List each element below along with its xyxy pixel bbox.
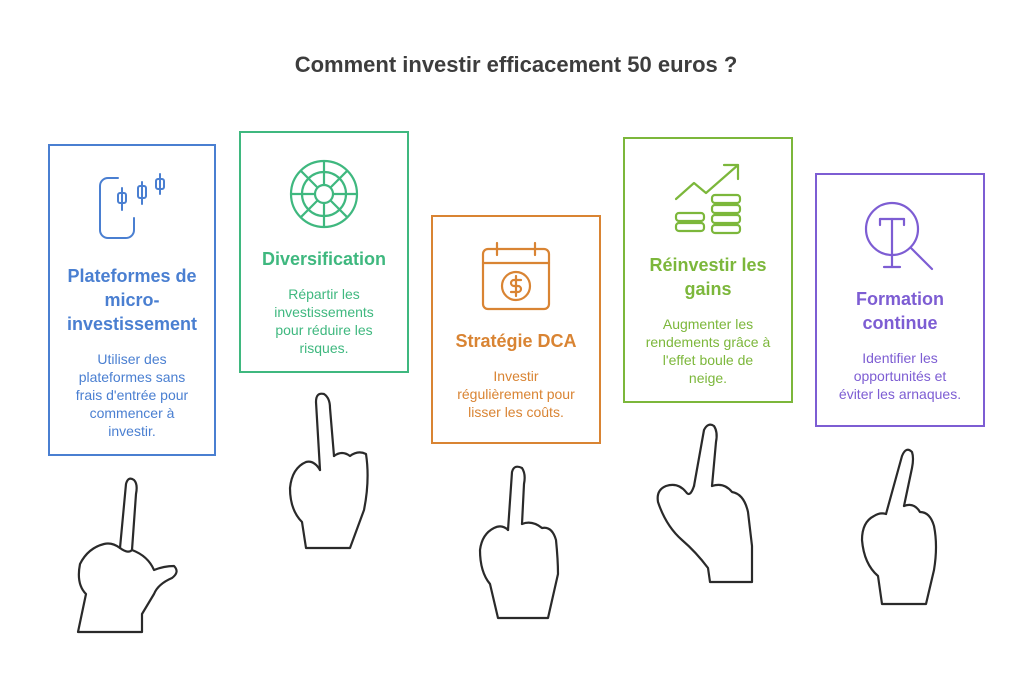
card-diversification: Diversification Répartir les investissem… [239,131,409,373]
pointing-hand-icon [288,392,369,550]
card-text-line: éviter les arnaques. [838,386,962,402]
card-title-line: Plateformes de [67,266,197,286]
card-text-line: Augmenter les [662,316,754,332]
card-title-line: Réinvestir les [649,255,767,275]
coins-growth-icon [674,163,742,235]
card-title-line: continue [862,313,938,333]
card-title-line: Diversification [261,249,387,269]
card-strategie-dca: Stratégie DCA Investir régulièrement pou… [431,215,601,444]
magnifier-text-icon [864,201,934,271]
card-text-line: Utiliser des [97,351,167,367]
card-micro-investissement: Plateformes de micro- investissement Uti… [48,144,216,456]
card-text-line: plateformes sans [78,369,186,385]
pointing-hand-icon [860,448,938,606]
card-text-line: risques. [299,340,349,356]
card-text-line: opportunités et [853,368,947,384]
card-text-line: commencer à [89,405,175,421]
card-text-line: rendements grâce à [645,334,771,350]
card-title-line: micro- [104,290,160,310]
card-formation-continue: Formation continue Identifier les opport… [815,173,985,427]
card-text-line: Répartir les [288,286,360,302]
pie-wheel-icon [289,159,359,229]
card-text-line: Identifier les [862,350,938,366]
pointing-hand-icon [76,477,178,634]
card-reinvestir-gains: Réinvestir les gains Augmenter les rende… [623,137,793,403]
card-text-line: frais d'entrée pour [75,387,189,403]
card-text-line: investir. [108,423,156,439]
card-text-line: investissements [274,304,374,320]
calendar-dollar-icon [481,241,551,311]
card-text-line: Investir [493,368,539,384]
card-text-line: neige. [688,370,728,386]
pointing-hand-icon [478,465,560,620]
card-text-line: régulièrement pour [457,386,575,402]
card-text-line: pour réduire les [275,322,373,338]
card-text-line: lisser les coûts. [468,404,564,420]
card-text-line: l'effet boule de [662,352,754,368]
card-title-line: Stratégie DCA [455,331,577,351]
card-title-line: Formation [856,289,944,309]
card-title-line: gains [684,279,732,299]
diagram-title: Comment investir efficacement 50 euros ? [294,52,738,77]
pointing-hand-icon [656,423,754,584]
card-title-line: investissement [66,314,198,334]
mobile-candlestick-icon [99,173,165,239]
